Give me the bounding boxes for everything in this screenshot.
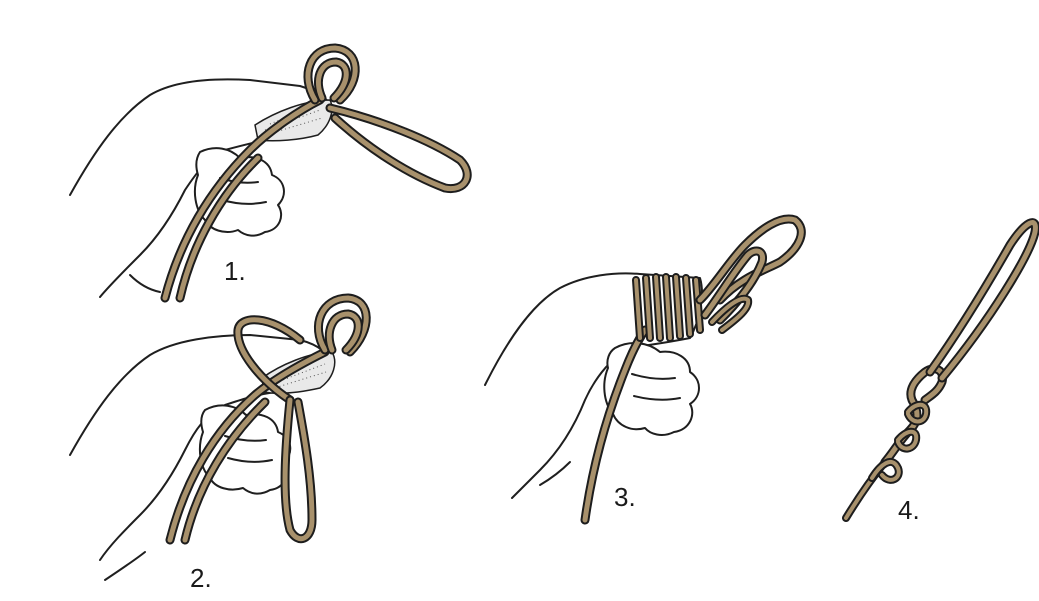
step-3-label: 3. xyxy=(614,484,636,510)
step-2-illustration xyxy=(70,298,366,580)
step-4-label: 4. xyxy=(898,497,920,523)
step-4-illustration xyxy=(846,223,1035,518)
step-3-illustration xyxy=(485,219,801,520)
step-1-illustration xyxy=(70,48,467,298)
step-4-rope xyxy=(846,223,1035,518)
step-1-label: 1. xyxy=(224,258,246,284)
step-2-label: 2. xyxy=(190,565,212,591)
